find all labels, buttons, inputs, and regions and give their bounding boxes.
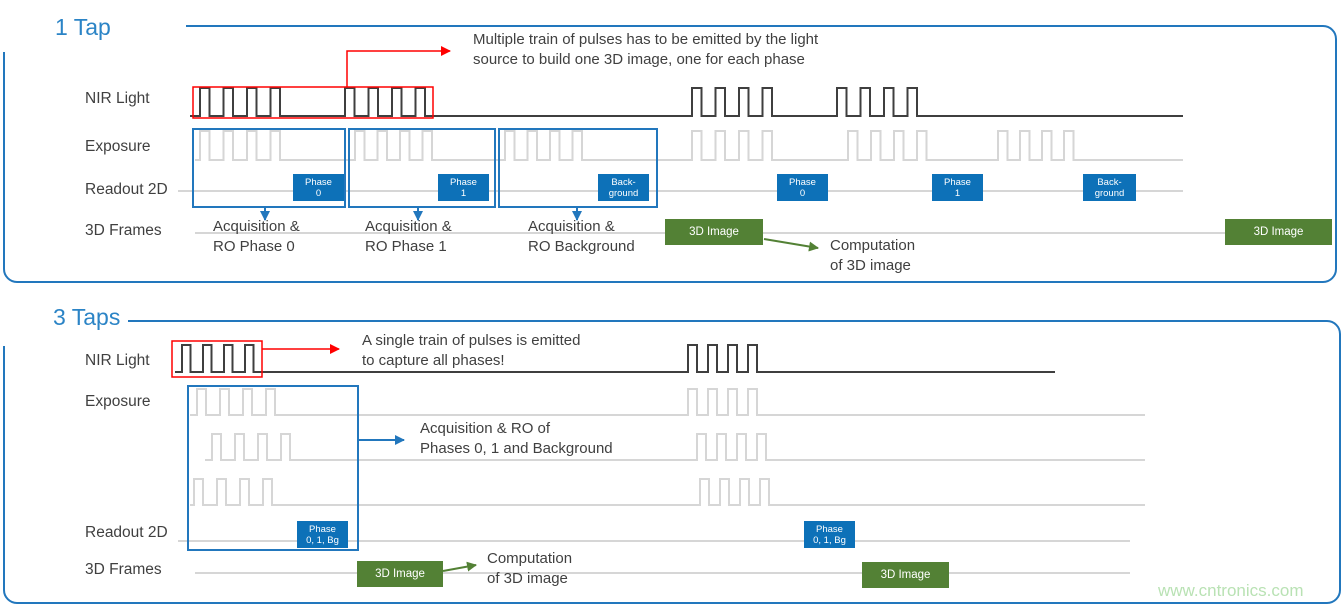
caption-acquisition-all-phases: Acquisition & RO of Phases 0, 1 and Back… [420, 420, 613, 457]
caption-acquisition-phase1: Acquisition & RO Phase 1 [365, 218, 452, 255]
readout-badge-phase0-a: Phase 0 [293, 174, 344, 201]
readout-badge-phase0-b: Phase 0 [777, 174, 828, 201]
acquisition-box-all-phases [187, 385, 359, 551]
badge-line: 0 [799, 187, 806, 199]
section-title-gap-1tap [0, 12, 186, 52]
caption-acquisition-phase0: Acquisition & RO Phase 0 [213, 218, 300, 255]
nir-highlight-redbox-3taps [171, 340, 263, 378]
section-frame-3taps [3, 320, 1341, 604]
badge-line: Phase [309, 523, 336, 535]
exposure-waveform-tap1-row [190, 388, 1145, 416]
badge-line: 0, 1, Bg [306, 534, 339, 546]
frames-badge-3dimage-b: 3D Image [1225, 219, 1332, 245]
acquisition-box-phase1 [348, 128, 496, 208]
row-label-exposure-3taps: Exposure [85, 393, 151, 410]
exposure-waveform-tap3-row [190, 478, 1145, 506]
badge-line: ground [1094, 187, 1125, 199]
row-label-frames-1tap: 3D Frames [85, 222, 162, 239]
badge-line: Phase [305, 176, 332, 188]
row-label-readout-3taps: Readout 2D [85, 524, 168, 541]
row-label-readout-1tap: Readout 2D [85, 181, 168, 198]
caption-computation-3taps: Computation of 3D image [487, 550, 573, 587]
caption-computation-1tap: Computation of 3D image [830, 237, 916, 274]
exposure-waveform-1tap [195, 130, 1183, 161]
nir-highlight-redbox-1tap [192, 86, 434, 119]
badge-line: Back- [1097, 176, 1122, 188]
readout-badge-all-b: Phase 0, 1, Bg [804, 521, 855, 548]
readout-badge-all-a: Phase 0, 1, Bg [297, 521, 348, 548]
nir-waveform-3taps [175, 344, 1055, 373]
row-label-frames-3taps: 3D Frames [85, 561, 162, 578]
exposure-waveform-tap2-row [205, 433, 1145, 461]
row-label-exposure-1tap: Exposure [85, 138, 151, 155]
watermark: www.cntronics.com [1158, 581, 1304, 600]
computation-arrow-green-3taps [442, 561, 477, 572]
frames-badge-3dimage-c: 3D Image [357, 561, 443, 587]
badge-line: 1 [954, 187, 961, 199]
annotation-single-train: A single train of pulses is emitted to c… [362, 332, 581, 369]
badge-line: Phase [944, 176, 971, 188]
row-label-nir-3taps: NIR Light [85, 352, 150, 369]
caption-acquisition-background: Acquisition & RO Background [528, 218, 635, 255]
nir-waveform-1tap [190, 87, 1183, 117]
badge-line: ground [608, 187, 639, 199]
acquisition-box-background [498, 128, 658, 208]
readout-badge-background-a: Back- ground [598, 174, 649, 201]
readout-badge-phase1-a: Phase 1 [438, 174, 489, 201]
badge-line: 0 [315, 187, 322, 199]
badge-line: Back- [611, 176, 636, 188]
badge-line: 1 [460, 187, 467, 199]
section-title-gap-3taps [0, 306, 128, 346]
acquisition-box-phase0 [192, 128, 346, 208]
readout-badge-background-b: Back- ground [1083, 174, 1136, 201]
annotation-arrow-red-1tap [346, 46, 451, 87]
badge-line: Phase [450, 176, 477, 188]
frames-badge-3dimage-d: 3D Image [862, 562, 949, 588]
readout-badge-phase1-b: Phase 1 [932, 174, 983, 201]
frames-badge-3dimage-a: 3D Image [665, 219, 763, 245]
annotation-multiple-trains: Multiple train of pulses has to be emitt… [473, 31, 819, 68]
section-title-1tap: 1 Tap [55, 14, 111, 40]
badge-line: Phase [816, 523, 843, 535]
badge-line: Phase [789, 176, 816, 188]
computation-arrow-green-1tap [763, 238, 819, 252]
row-label-nir-1tap: NIR Light [85, 90, 150, 107]
section-frame-1tap [3, 25, 1337, 283]
section-title-3taps: 3 Taps [53, 304, 121, 330]
badge-line: 0, 1, Bg [813, 534, 846, 546]
